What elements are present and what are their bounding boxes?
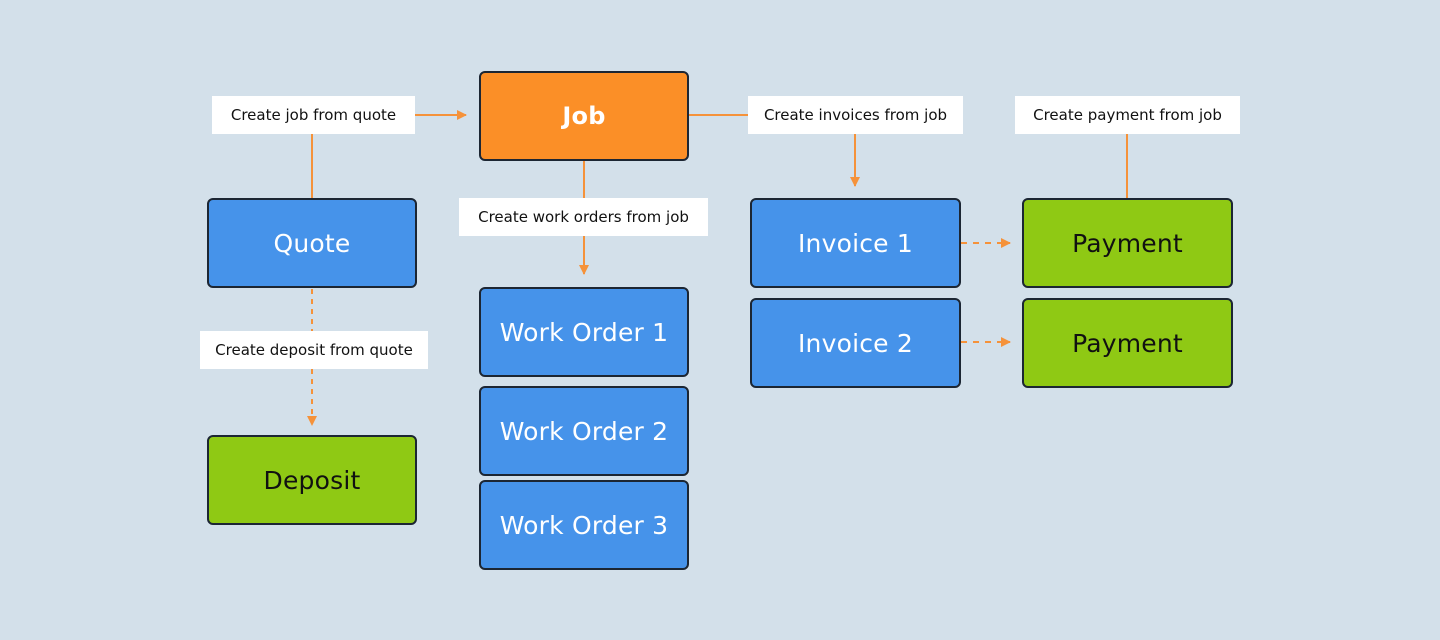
invoice-1-node: Invoice 1 [750,198,961,288]
label-create-payment: Create payment from job [1015,96,1240,134]
work-order-1-node: Work Order 1 [479,287,689,377]
label-create-deposit: Create deposit from quote [200,331,428,369]
payment-1-node: Payment [1022,198,1233,288]
work-order-3-node: Work Order 3 [479,480,689,570]
work-order-2-node: Work Order 2 [479,386,689,476]
job-node: Job [479,71,689,161]
label-create-job: Create job from quote [212,96,415,134]
payment-2-node: Payment [1022,298,1233,388]
label-create-work-orders: Create work orders from job [459,198,708,236]
quote-node: Quote [207,198,417,288]
invoice-2-node: Invoice 2 [750,298,961,388]
deposit-node: Deposit [207,435,417,525]
label-create-invoices: Create invoices from job [748,96,963,134]
